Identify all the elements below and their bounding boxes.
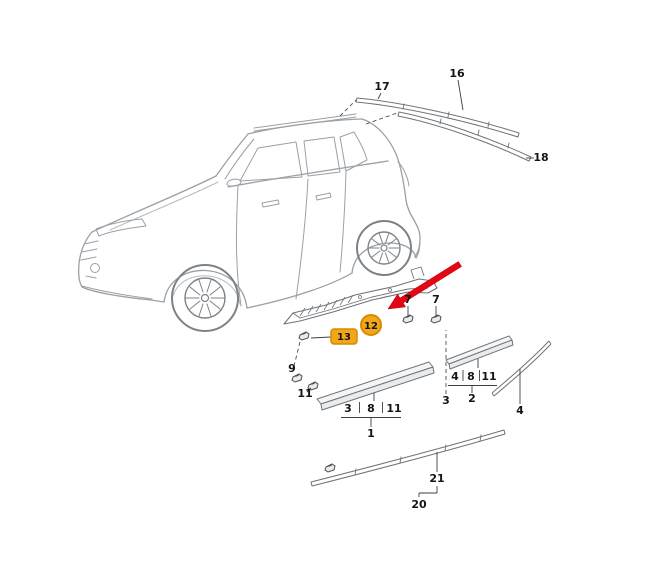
callout-12[interactable]: 12 [364,321,378,332]
front-molding-front [320,366,435,411]
dash-13-to-9 [292,341,301,371]
dash-car-to-strip-18 [365,112,398,125]
sill-panel-inner-line [292,287,429,319]
roof-strip-18-ticks [439,118,510,149]
callout-21[interactable]: 21 [429,472,444,485]
sill-strip-ticks [354,434,482,476]
clip-21-icon [324,463,336,473]
leader-lines [292,79,534,497]
clip-9-icon [291,373,303,383]
leader-17 [377,92,382,100]
callout-16[interactable]: 16 [449,67,465,80]
sill-strip-body [310,429,506,487]
car-brand-emblem [90,263,100,273]
callout-group1-3[interactable]: 3 [344,402,352,415]
car-door-handles [261,192,332,208]
rear-molding-front [448,339,514,370]
highlight-13-box[interactable] [330,328,358,345]
callout-4-strip[interactable]: 4 [516,404,524,417]
callout-3-clip[interactable]: 3 [442,394,450,407]
red-arrow-icon [387,261,462,310]
car-rear-profile [361,118,421,258]
callout-9[interactable]: 9 [288,362,296,375]
callout-group2-11[interactable]: 11 [481,370,496,383]
car-windshield-inner [224,138,255,180]
car-rear-bumper [415,239,421,259]
car-hood-crease [109,181,219,231]
clip-13-icon [298,331,310,341]
roof-strip-18 [397,111,532,162]
car-headlight [95,218,147,237]
callout-group1-8[interactable]: 8 [367,402,375,415]
sill-strip-part-20 [310,429,506,487]
sill-panel-hole-1 [358,295,362,299]
car-a-pillar [215,133,249,177]
leader-11 [306,387,312,393]
car-front-arch-inner [171,275,241,305]
sill-panel-hole-2 [388,288,392,292]
sill-panel-part-12 [283,266,438,325]
car-bumper-crease [81,275,153,300]
bracket-molding-1 [341,402,401,427]
front-wheel [171,264,239,332]
sill-panel-bracket [410,266,425,280]
highlight-callout-12[interactable]: 12 [360,314,382,336]
front-molding-top [316,361,434,405]
car-front-fascia [77,231,165,303]
side-trim-strip-4 [491,340,552,397]
car-grille-lines [80,240,99,261]
car-rocker-line [246,272,353,309]
bracket-sill-strip [418,486,438,497]
sill-panel-outline [283,278,438,325]
callout-11[interactable]: 11 [297,387,312,400]
callout-1[interactable]: 1 [367,427,375,440]
callout-20[interactable]: 20 [411,498,427,511]
clip-7-left-icon [402,314,414,324]
vehicle-drawing [77,113,421,332]
callout-17[interactable]: 17 [374,80,389,93]
car-mirror [226,178,242,187]
car-front-arch [163,269,248,309]
clip-7-right-icon [430,314,442,324]
car-rear-arch [351,242,417,274]
car-roof-rail [253,113,357,132]
part-callouts: 17 16 18 7 7 9 11 3 8 11 1 3 4 8 11 2 4 … [288,67,548,511]
car-front-door-glass [239,141,303,182]
leader-16 [457,79,464,111]
rear-molding-top [445,335,513,365]
callout-18[interactable]: 18 [533,151,548,164]
sill-panel-hatching [299,294,354,317]
callout-group1-11[interactable]: 11 [386,402,401,415]
roof-strip-16-17-ticks [402,103,490,128]
leader-13 [310,336,332,339]
callout-group2-8[interactable]: 8 [467,370,475,383]
roof-trim-strips [355,97,532,162]
dash-car-to-strip-16 [339,99,357,117]
callout-2[interactable]: 2 [468,392,476,405]
car-rear-door-glass [303,136,341,177]
car-hood-line [91,175,217,233]
pointer-arrow [387,261,462,310]
callout-group2-4[interactable]: 4 [451,370,459,383]
door-moldings [316,335,552,411]
car-quarter-glass [339,131,368,172]
car-door-seams [235,171,347,307]
callout-7-left[interactable]: 7 [404,293,412,306]
highlight-callout-13[interactable]: 13 [330,328,358,345]
callout-13[interactable]: 13 [337,332,351,343]
roof-strip-16-17 [355,97,520,138]
callout-7-right[interactable]: 7 [432,293,440,306]
highlight-12-circle[interactable] [360,314,382,336]
rear-wheel [356,220,412,276]
car-tail-lamp [397,161,410,187]
bracket-molding-2 [448,370,497,393]
